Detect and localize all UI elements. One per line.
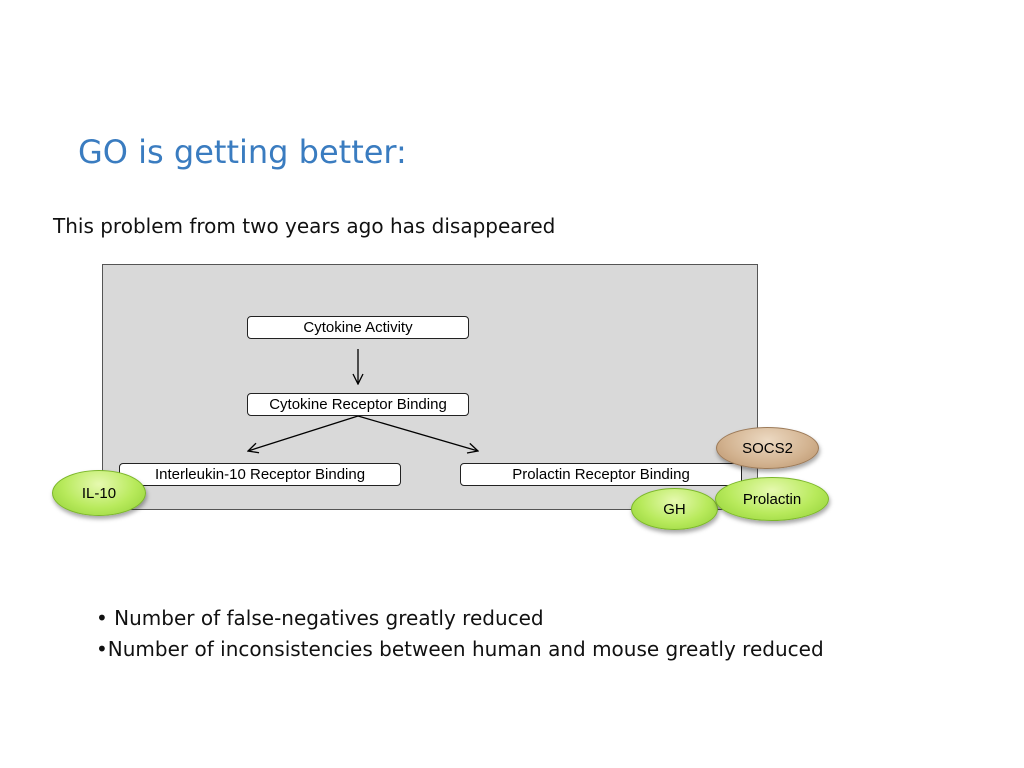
protein-label: IL-10 <box>81 484 117 502</box>
bullet-list: • Number of false-negatives greatly redu… <box>96 603 824 665</box>
slide-title: GO is getting better: <box>78 133 407 171</box>
term-interleukin-10-receptor-binding: Interleukin-10 Receptor Binding <box>119 463 401 486</box>
term-prolactin-receptor-binding: Prolactin Receptor Binding <box>460 463 742 486</box>
bullet-item: • Number of false-negatives greatly redu… <box>96 606 544 630</box>
term-label: Cytokine Activity <box>303 319 413 336</box>
subtitle: This problem from two years ago has disa… <box>53 214 556 238</box>
term-cytokine-receptor-binding: Cytokine Receptor Binding <box>247 393 469 416</box>
protein-label: SOCS2 <box>742 439 793 457</box>
protein-label: Prolactin <box>742 490 802 508</box>
term-label: Cytokine Receptor Binding <box>269 396 447 413</box>
term-cytokine-activity: Cytokine Activity <box>247 316 469 339</box>
protein-label: GH <box>663 500 686 518</box>
protein-prolactin: Prolactin <box>715 477 829 521</box>
term-label: Prolactin Receptor Binding <box>512 466 690 483</box>
protein-gh: GH <box>631 488 718 530</box>
protein-socs2: SOCS2 <box>716 427 819 469</box>
term-label: Interleukin-10 Receptor Binding <box>154 466 366 483</box>
protein-il10: IL-10 <box>52 470 146 516</box>
bullet-item: •Number of inconsistencies between human… <box>96 637 824 661</box>
